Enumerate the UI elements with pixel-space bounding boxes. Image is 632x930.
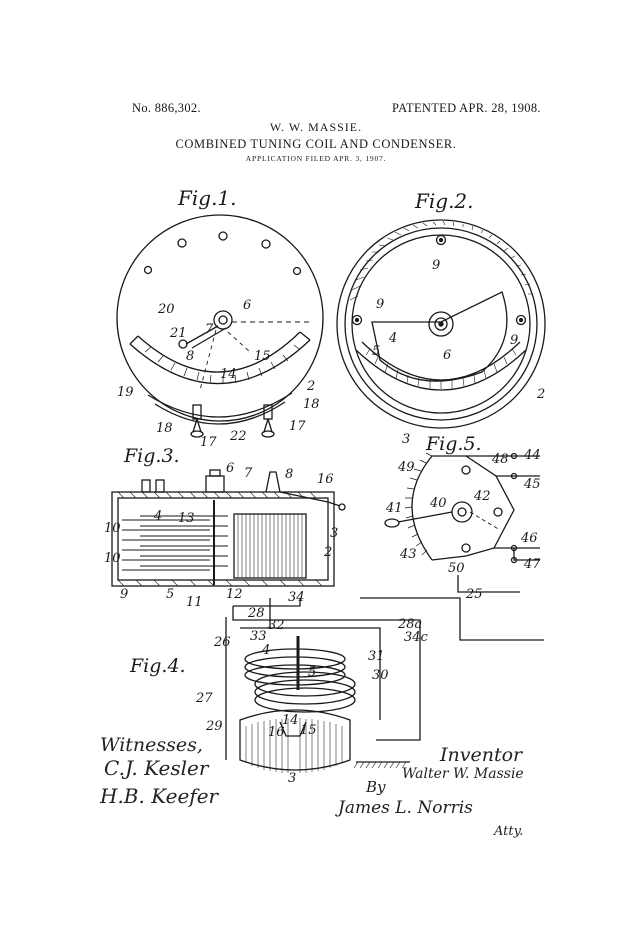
figure-3-reference-numerals: 6 7 8 16 4 13 10 10 3 2 9 5 11 12	[104, 461, 338, 610]
svg-text:6: 6	[243, 298, 251, 313]
svg-text:11: 11	[186, 595, 203, 610]
svg-text:31: 31	[368, 649, 385, 664]
svg-text:2: 2	[306, 379, 315, 394]
svg-text:7: 7	[205, 322, 214, 337]
svg-text:6: 6	[226, 461, 234, 476]
svg-text:17: 17	[289, 419, 306, 434]
svg-text:20: 20	[157, 302, 175, 317]
figure-1-label: Fig.1.	[177, 186, 237, 210]
figure-2-reference-numerals: 9 9 9 4 5 6 2 3	[372, 258, 545, 447]
application-date: APPLICATION FILED APR. 3, 1907.	[245, 154, 387, 163]
figure-1: Fig.1. 6 7 8	[116, 186, 324, 450]
by-label: By	[366, 778, 386, 796]
svg-text:33: 33	[250, 629, 267, 644]
svg-text:7: 7	[244, 466, 253, 481]
svg-text:29: 29	[205, 719, 223, 734]
inventor-label: Inventor	[440, 744, 523, 766]
figure-4: Fig.4. 28 34 32 28a 34c 2	[129, 590, 544, 786]
svg-text:50: 50	[448, 561, 465, 576]
svg-text:5: 5	[372, 344, 380, 359]
attorney-label: Atty.	[494, 824, 524, 839]
svg-text:21: 21	[169, 326, 187, 341]
svg-text:2: 2	[536, 387, 545, 402]
svg-text:49: 49	[397, 460, 415, 475]
attorney-signature: James L. Norris	[338, 798, 473, 818]
svg-text:22: 22	[229, 429, 247, 444]
svg-text:15: 15	[300, 723, 317, 738]
svg-text:3: 3	[288, 771, 296, 786]
figure-4-reference-numerals: 28 34 32 28a 34c 26 33 4 5 31 30 27 29 1…	[195, 590, 429, 786]
svg-text:8: 8	[186, 349, 194, 364]
svg-text:13: 13	[178, 511, 195, 526]
svg-text:34c: 34c	[404, 630, 429, 645]
figure-3-label: Fig.3.	[123, 445, 180, 467]
patent-date: PATENTED APR. 28, 1908.	[392, 101, 541, 115]
figure-5-label: Fig.5.	[425, 433, 482, 455]
svg-text:42: 42	[473, 489, 491, 504]
svg-text:10: 10	[104, 521, 121, 536]
svg-text:9: 9	[376, 297, 384, 312]
svg-text:27: 27	[195, 691, 213, 706]
svg-text:16: 16	[268, 725, 285, 740]
svg-text:8: 8	[285, 467, 293, 482]
svg-text:32: 32	[268, 618, 285, 633]
svg-text:45: 45	[523, 477, 541, 492]
svg-text:18: 18	[156, 421, 173, 436]
patent-number: No. 886,302.	[132, 101, 201, 115]
patent-title: COMBINED TUNING COIL AND CONDENSER.	[175, 137, 457, 151]
figure-4-label: Fig.4.	[129, 655, 186, 677]
svg-text:9: 9	[120, 587, 128, 602]
svg-text:40: 40	[429, 496, 447, 511]
svg-text:41: 41	[385, 501, 403, 516]
witness-2-signature: H.B. Keefer	[100, 784, 219, 808]
svg-text:14: 14	[220, 367, 237, 382]
svg-text:14: 14	[282, 713, 299, 728]
svg-text:16: 16	[317, 472, 334, 487]
svg-text:6: 6	[443, 348, 451, 363]
svg-text:46: 46	[520, 531, 538, 546]
svg-text:15: 15	[254, 349, 271, 364]
svg-text:9: 9	[432, 258, 440, 273]
figure-2: Fig.2. 9 9 9 4 5 6 2 3	[336, 189, 546, 447]
figure-2-label: Fig.2.	[414, 189, 474, 213]
svg-text:3: 3	[402, 432, 410, 447]
svg-text:2: 2	[323, 545, 332, 560]
witness-1-signature: C.J. Kesler	[104, 756, 209, 780]
svg-text:26: 26	[213, 635, 231, 650]
svg-text:12: 12	[226, 587, 243, 602]
witnesses-label: Witnesses,	[100, 734, 203, 756]
figure-5: Fig.5. 48 44 49 42 45 41 4	[384, 433, 541, 602]
svg-text:19: 19	[117, 385, 134, 400]
svg-text:10: 10	[104, 551, 121, 566]
svg-text:25: 25	[465, 587, 483, 602]
figure-5-reference-numerals: 48 44 49 42 45 41 40 46 43 50 47 25	[385, 448, 541, 602]
svg-text:3: 3	[330, 526, 338, 541]
svg-text:44: 44	[523, 448, 541, 463]
svg-text:28a: 28a	[397, 617, 422, 632]
svg-text:18: 18	[303, 397, 320, 412]
svg-text:30: 30	[372, 668, 389, 683]
svg-text:5: 5	[308, 665, 316, 680]
svg-text:48: 48	[491, 452, 509, 467]
svg-text:43: 43	[399, 547, 417, 562]
inventor-name: W. W. MASSIE.	[269, 120, 363, 134]
svg-text:17: 17	[200, 435, 217, 450]
svg-text:4: 4	[388, 331, 397, 346]
svg-text:4: 4	[261, 643, 270, 658]
figure-1-reference-numerals: 6 7 8 20 21 19 15 14 2 18 18 17 22 17	[117, 298, 320, 450]
inventor-signature: Walter W. Massie	[402, 766, 524, 782]
svg-text:47: 47	[523, 557, 541, 572]
svg-text:34: 34	[288, 590, 305, 605]
svg-text:28: 28	[247, 606, 265, 621]
figure-3: Fig.3. 6 7 8 16 4	[104, 445, 346, 610]
svg-text:9: 9	[510, 333, 518, 348]
svg-text:4: 4	[153, 509, 162, 524]
svg-text:5: 5	[166, 587, 174, 602]
